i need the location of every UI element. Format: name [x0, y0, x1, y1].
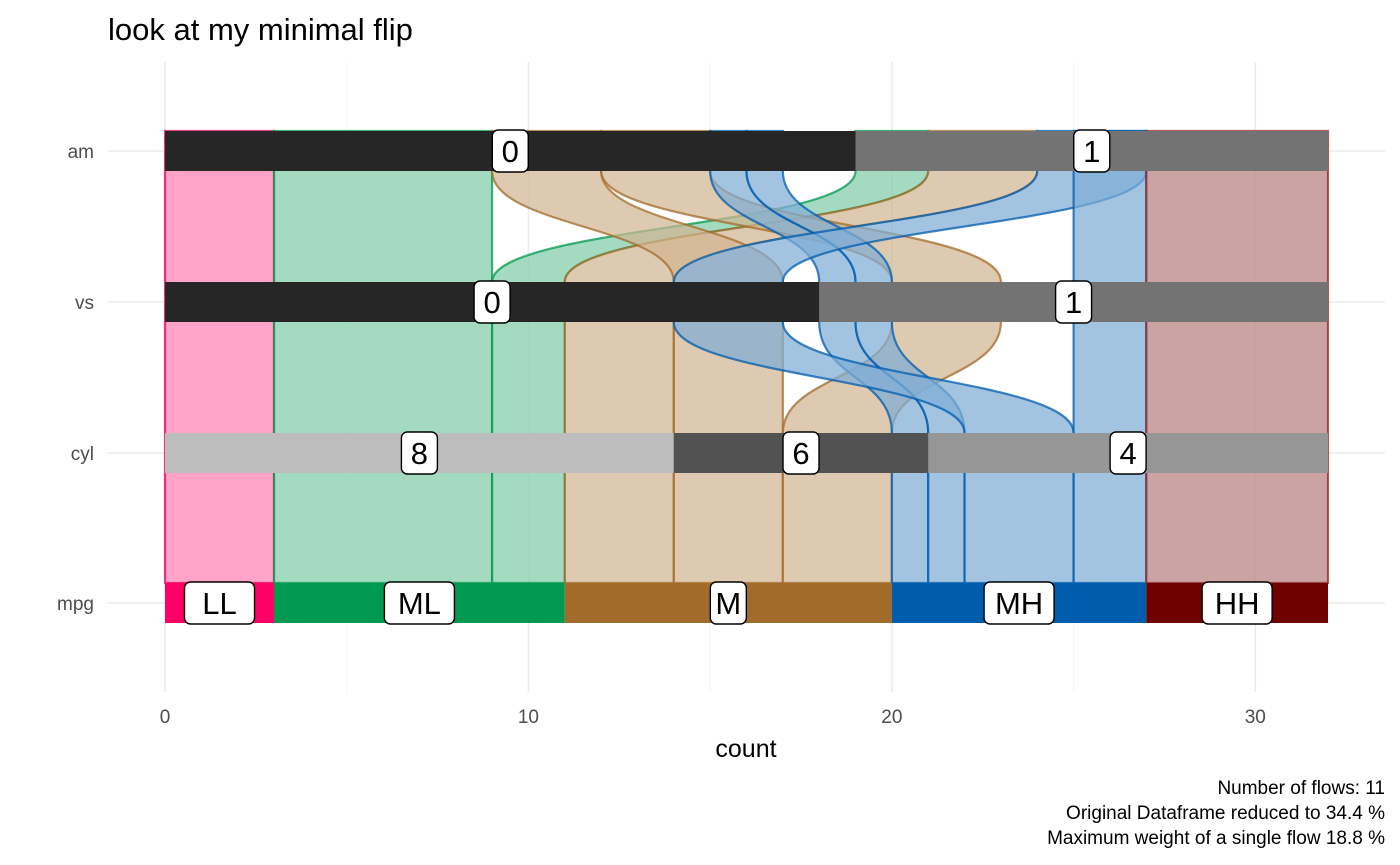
y-axis-labels: mpg cyl vs am [57, 142, 94, 615]
chart-caption: Number of flows: 11 Original Dataframe re… [1047, 778, 1385, 849]
node-label-box [782, 431, 820, 475]
node-label-cyl-8: 8 [400, 431, 439, 475]
node-label-mpg-HH: HH [1201, 581, 1273, 625]
x-tick-label-30: 30 [1245, 707, 1266, 728]
node-label-vs-1: 1 [1054, 280, 1093, 324]
y-tick-label-cyl: cyl [71, 444, 94, 465]
node-label-vs-0: 0 [473, 280, 511, 324]
node-label-box [383, 581, 456, 625]
caption-line-3: Maximum weight of a single flow 18.8 % [1047, 828, 1385, 849]
flow-MH-9 [1072, 129, 1148, 585]
node-label-am-1: 1 [1073, 129, 1111, 173]
node-label-text: ML [398, 586, 441, 621]
node-label-text: 0 [502, 134, 519, 169]
node-labels: 0 1 0 1 8 6 4LL ML M MH HH [183, 129, 1273, 625]
node-label-cyl-4: 4 [1109, 431, 1147, 475]
node-label-text: HH [1215, 586, 1260, 621]
x-tick-label-0: 0 [160, 707, 171, 728]
flow-LL-0 [163, 129, 276, 585]
caption-line-2: Original Dataframe reduced to 34.4 % [1066, 803, 1385, 824]
x-axis-ticks: 0 10 20 30 [160, 707, 1266, 728]
node-label-box [709, 581, 748, 625]
x-tick-label-20: 20 [881, 707, 902, 728]
node-label-box [983, 581, 1055, 625]
node-label-box [1073, 129, 1111, 173]
node-label-text: 8 [411, 436, 428, 471]
node-label-cyl-6: 6 [782, 431, 820, 475]
caption-line-1: Number of flows: 11 [1217, 778, 1385, 799]
node-label-box [400, 431, 439, 475]
node-label-mpg-MH: MH [983, 581, 1055, 625]
node-label-text: MH [995, 586, 1043, 621]
node-label-box [491, 129, 529, 173]
chart-title: look at my minimal flip [108, 12, 413, 47]
y-tick-label-mpg: mpg [57, 594, 94, 615]
x-tick-label-10: 10 [518, 707, 539, 728]
node-label-box [1109, 431, 1147, 475]
node-label-text: M [715, 586, 741, 621]
y-tick-label-am: am [68, 142, 94, 163]
node-label-mpg-M: M [709, 581, 748, 625]
flow-ribbons [163, 129, 1330, 585]
node-label-am-0: 0 [491, 129, 529, 173]
node-label-text: 1 [1083, 134, 1100, 169]
x-axis-title: count [715, 735, 776, 763]
node-label-box [473, 280, 511, 324]
node-label-box [1201, 581, 1273, 625]
node-label-text: 4 [1119, 436, 1136, 471]
node-label-text: LL [202, 586, 236, 621]
node-label-text: 6 [792, 436, 809, 471]
y-tick-label-vs: vs [75, 293, 94, 314]
node-label-mpg-ML: ML [383, 581, 456, 625]
node-label-text: 1 [1065, 285, 1082, 320]
node-label-box [1054, 280, 1093, 324]
node-label-box [183, 581, 256, 625]
node-label-text: 0 [483, 285, 500, 320]
flow-HH-10 [1145, 129, 1330, 585]
node-label-mpg-LL: LL [183, 581, 256, 625]
flow-ML-1 [272, 129, 494, 585]
